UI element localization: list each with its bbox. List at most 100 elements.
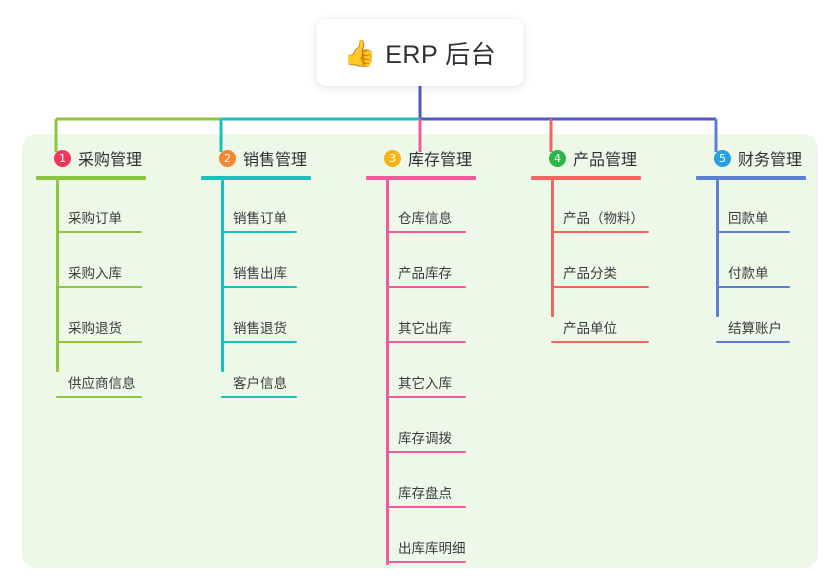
leaf-item[interactable]: 库存调拨 — [366, 400, 476, 455]
leaf-item-underline — [386, 286, 466, 288]
leaf-item-label: 销售退货 — [233, 321, 287, 336]
branch-title-3: 库存管理 — [408, 152, 473, 169]
leaf-item[interactable]: 结算账户 — [696, 290, 806, 345]
leaf-item-label: 客户信息 — [233, 376, 287, 391]
root-node[interactable]: 👍 ERP 后台 — [316, 19, 524, 86]
leaf-item-label: 付款单 — [728, 266, 769, 281]
leaf-item[interactable]: 其它入库 — [366, 345, 476, 400]
leaf-item-label: 回款单 — [728, 211, 769, 226]
leaf-item-label: 出库库明细 — [398, 541, 466, 556]
leaf-item-underline — [386, 561, 466, 563]
leaf-item-underline — [56, 231, 142, 233]
leaf-item-label: 库存盘点 — [398, 486, 452, 501]
leaf-item[interactable]: 采购入库 — [36, 235, 146, 290]
leaf-item[interactable]: 仓库信息 — [366, 180, 476, 235]
leaf-item-underline — [716, 286, 790, 288]
leaf-item-underline — [56, 286, 142, 288]
leaf-item[interactable]: 采购退货 — [36, 290, 146, 345]
leaf-item-label: 销售订单 — [233, 211, 287, 226]
branch-panel-background — [22, 134, 818, 568]
leaf-item-label: 销售出库 — [233, 266, 287, 281]
branch-underline-2 — [201, 176, 311, 180]
leaf-list-1: 采购订单采购入库采购退货供应商信息 — [36, 180, 146, 400]
branch-header-1[interactable]: 1 采购管理 — [36, 146, 146, 170]
leaf-item-underline — [221, 396, 297, 398]
branch-column-2: 2 销售管理销售订单销售出库销售退货客户信息 — [201, 146, 311, 400]
leaf-spine-1 — [56, 180, 59, 372]
leaf-item-label: 产品库存 — [398, 266, 452, 281]
branch-column-4: 4 产品管理产品（物料） 产品分类产品单位 — [531, 146, 649, 345]
leaf-item[interactable]: 其它出库 — [366, 290, 476, 345]
leaf-item-label: 采购入库 — [68, 266, 122, 281]
leaf-item[interactable]: 库存盘点 — [366, 455, 476, 510]
leaf-item-label: 采购退货 — [68, 321, 122, 336]
leaf-item-underline — [551, 231, 649, 233]
leaf-item-underline — [716, 231, 790, 233]
leaf-item-underline — [56, 396, 142, 398]
leaf-item-underline — [716, 341, 790, 343]
leaf-list-2: 销售订单销售出库销售退货客户信息 — [201, 180, 311, 400]
leaf-item[interactable]: 销售订单 — [201, 180, 311, 235]
branch-badge-4: 4 — [549, 149, 566, 167]
leaf-item[interactable]: 供应商信息 — [36, 345, 146, 400]
leaf-item-label: 采购订单 — [68, 211, 122, 226]
leaf-item-label: 库存调拨 — [398, 431, 452, 446]
leaf-item-label: 产品分类 — [563, 266, 617, 281]
leaf-item-label: 产品（物料） — [563, 211, 644, 226]
leaf-item[interactable]: 产品分类 — [531, 235, 649, 290]
leaf-spine-4 — [551, 180, 554, 317]
branch-underline-3 — [366, 176, 476, 180]
branch-badge-2: 2 — [219, 149, 236, 167]
leaf-item-underline — [551, 286, 649, 288]
leaf-item[interactable]: 销售出库 — [201, 235, 311, 290]
branch-header-3[interactable]: 3 库存管理 — [366, 146, 476, 170]
branch-badge-1: 1 — [54, 149, 71, 167]
branch-underline-4 — [531, 176, 641, 180]
leaf-item-label: 其它出库 — [398, 321, 452, 336]
branch-column-1: 1 采购管理采购订单采购入库采购退货供应商信息 — [36, 146, 146, 400]
thumbs-up-emoji: 👍 — [343, 37, 377, 68]
leaf-item[interactable]: 回款单 — [696, 180, 806, 235]
leaf-item[interactable]: 产品单位 — [531, 290, 649, 345]
leaf-spine-3 — [386, 180, 389, 565]
leaf-spine-5 — [716, 180, 719, 317]
root-node-label: ERP 后台 — [385, 40, 497, 69]
leaf-spine-2 — [221, 180, 224, 372]
branch-title-4: 产品管理 — [573, 152, 638, 169]
leaf-item[interactable]: 销售退货 — [201, 290, 311, 345]
leaf-item[interactable]: 采购订单 — [36, 180, 146, 235]
branch-badge-5: 5 — [714, 149, 731, 167]
leaf-list-3: 仓库信息产品库存其它出库其它入库库存调拨库存盘点出库库明细 — [366, 180, 476, 565]
leaf-item-underline — [386, 506, 466, 508]
leaf-item-underline — [221, 286, 297, 288]
branch-underline-5 — [696, 176, 806, 180]
leaf-item-underline — [56, 341, 142, 343]
leaf-item-underline — [221, 341, 297, 343]
branch-header-2[interactable]: 2 销售管理 — [201, 146, 311, 170]
leaf-item-label: 产品单位 — [563, 321, 617, 336]
leaf-item-label: 结算账户 — [728, 321, 782, 336]
leaf-item-underline — [221, 231, 297, 233]
leaf-item-label: 其它入库 — [398, 376, 452, 391]
leaf-item-underline — [551, 341, 649, 343]
branch-title-2: 销售管理 — [243, 152, 308, 169]
branch-badge-3: 3 — [384, 149, 401, 167]
leaf-item[interactable]: 付款单 — [696, 235, 806, 290]
leaf-item[interactable]: 产品库存 — [366, 235, 476, 290]
leaf-item-label: 供应商信息 — [68, 376, 136, 391]
leaf-item[interactable]: 产品（物料） — [531, 180, 649, 235]
leaf-list-5: 回款单付款单结算账户 — [696, 180, 806, 345]
branch-underline-1 — [36, 176, 146, 180]
leaf-item-underline — [386, 231, 466, 233]
branch-title-1: 采购管理 — [78, 152, 143, 169]
leaf-item-underline — [386, 396, 466, 398]
branch-column-3: 3 库存管理仓库信息产品库存其它出库其它入库库存调拨库存盘点出库库明细 — [366, 146, 476, 565]
leaf-item[interactable]: 出库库明细 — [366, 510, 476, 565]
branch-header-4[interactable]: 4 产品管理 — [531, 146, 641, 170]
leaf-item-underline — [386, 451, 466, 453]
leaf-list-4: 产品（物料） 产品分类产品单位 — [531, 180, 649, 345]
leaf-item[interactable]: 客户信息 — [201, 345, 311, 400]
